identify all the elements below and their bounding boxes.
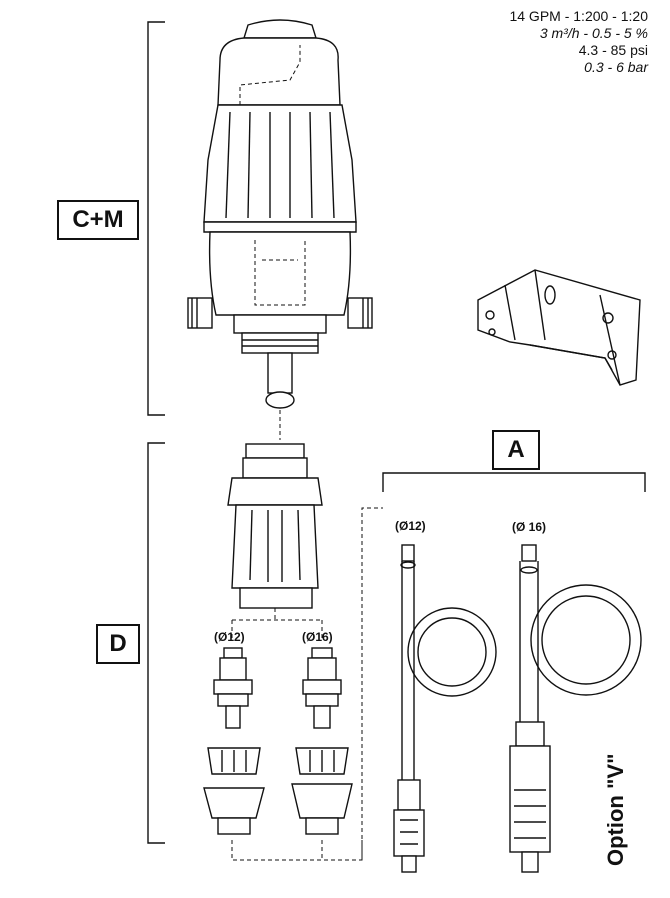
bracket-d — [147, 442, 165, 844]
nut-small-right — [295, 747, 349, 775]
dispenser-body — [187, 19, 373, 409]
label-a: A — [492, 430, 540, 470]
nut-large-right — [291, 783, 353, 835]
spec-pressure-bar: 0.3 - 6 bar — [584, 59, 648, 75]
bracket-cm — [147, 21, 165, 416]
suction-tube-12 — [393, 544, 497, 873]
spec-pressure-psi: 4.3 - 85 psi — [578, 42, 648, 58]
nut-small-left — [207, 747, 261, 775]
valve-12 — [213, 647, 253, 729]
dim-d-16: (Ø16) — [302, 630, 333, 644]
dim-a-16: (Ø 16) — [512, 520, 547, 534]
dim-a-12: (Ø12) — [395, 519, 426, 533]
bracket-a — [382, 472, 646, 492]
spec-flow: 14 GPM - 1:200 - 1:20 — [509, 8, 648, 24]
dosing-pump-d — [227, 443, 323, 609]
valve-16 — [302, 647, 342, 729]
label-d: D — [96, 624, 140, 664]
spec-flow-metric: 3 m³/h - 0.5 - 5 % — [539, 25, 648, 41]
dim-d-12: (Ø12) — [214, 630, 245, 644]
label-cm: C+M — [57, 200, 139, 240]
nut-large-left — [203, 787, 265, 835]
option-v-label: Option "V" — [603, 753, 628, 866]
wall-bracket — [477, 269, 641, 386]
suction-tube-16 — [509, 544, 642, 873]
